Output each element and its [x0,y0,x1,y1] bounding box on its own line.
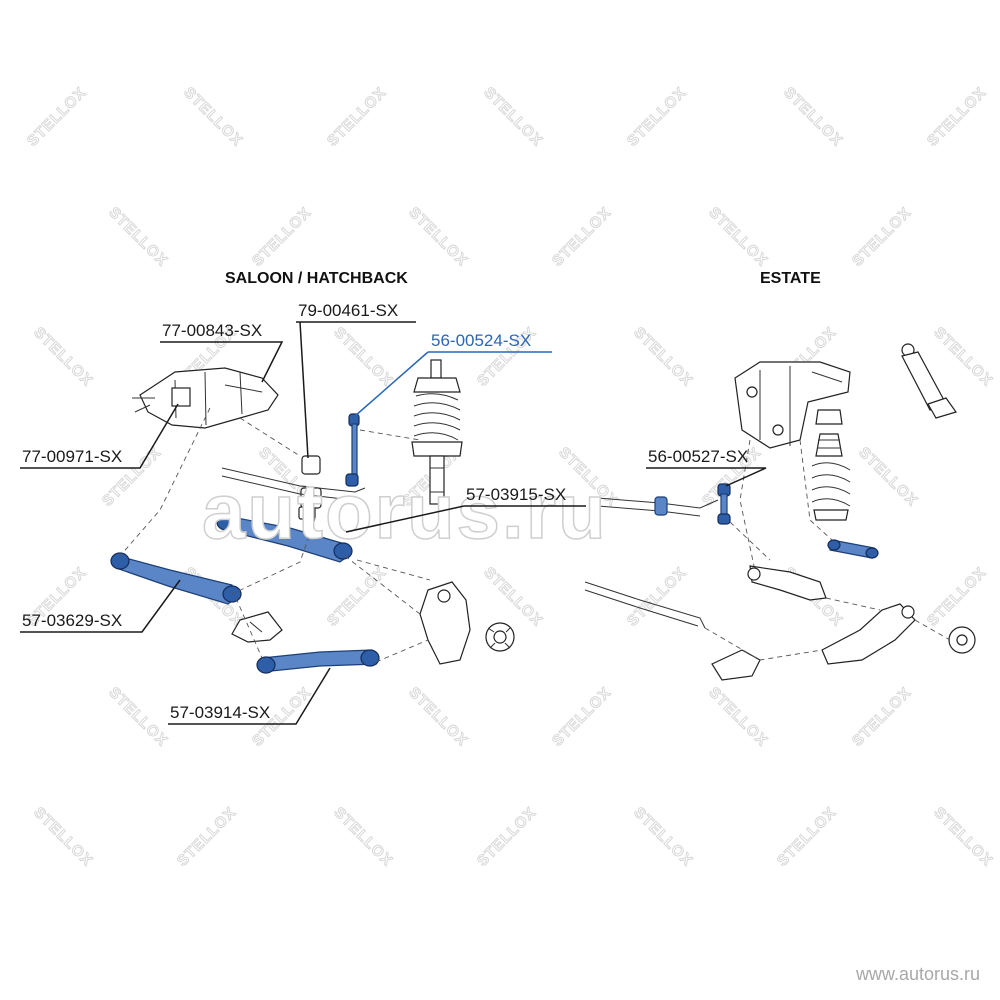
autorus-overlay-watermark: autorus.ru [202,467,608,555]
stellox-watermark-tile: STELLOX [174,804,240,870]
stellox-watermark-tile: STELLOX [924,564,990,630]
stellox-watermark-tile: STELLOX [105,204,171,270]
stellox-watermark-tile: STELLOX [924,84,990,150]
estate-body-bracket-part [734,361,851,449]
stellox-watermark-tile: STELLOX [930,324,996,390]
callout-56-00524[interactable]: 56-00524-SX [431,331,531,350]
stellox-watermark-tile: STELLOX [624,84,690,150]
callout-77-00971: 77-00971-SX [22,447,122,466]
stellox-watermark-tile: STELLOX [849,684,915,750]
strut-coil-spring-part [411,359,463,505]
heading-estate: ESTATE [760,270,821,287]
callout-56-00527: 56-00527-SX [648,447,748,466]
control-arm-57-03914-highlight [256,649,380,674]
callout-57-03915: 57-03915-SX [466,485,566,504]
stellox-watermark-tile: STELLOX [180,84,246,150]
stellox-watermark-tile: STELLOX [30,324,96,390]
stellox-watermark-tile: STELLOX [480,564,546,630]
control-arm-57-03629-highlight [110,552,242,605]
callout-79-00461: 79-00461-SX [298,301,398,320]
estate-spring-stack-part [811,409,851,521]
stellox-watermark-tile: STELLOX [249,204,315,270]
stellox-watermark-tile: STELLOX [324,564,390,630]
stellox-watermark-tile: STELLOX [480,84,546,150]
stellox-watermark-tile: STELLOX [774,804,840,870]
estate-bar-bushing-highlight [654,496,668,516]
stellox-watermark-tile: STELLOX [330,804,396,870]
stellox-watermark-tile: STELLOX [330,324,396,390]
estate-small-bracket-part [711,649,761,681]
callout-57-03629: 57-03629-SX [22,611,122,630]
stellox-watermark-tile: STELLOX [105,684,171,750]
subframe-mount-part [132,367,279,429]
footer-url[interactable]: www.autorus.ru [855,964,980,984]
stellox-watermark-tile: STELLOX [24,84,90,150]
control-arm-57-03915-highlight [216,513,353,563]
stellox-watermark-tile: STELLOX [405,684,471,750]
callout-77-00843: 77-00843-SX [162,321,262,340]
estate-toe-link-highlight [827,539,879,559]
stellox-watermark-tile: STELLOX [405,204,471,270]
stellox-watermark-tile: STELLOX [549,684,615,750]
saloon-hatchback-assembly [110,359,515,674]
estate-lateral-arm-part [749,565,827,601]
stabilizer-bar-part [221,467,366,493]
stellox-watermark-tile: STELLOX [324,84,390,150]
estate-stabilizer-link-highlight [717,483,731,525]
estate-frame-rail-part [584,581,706,629]
stellox-watermark-tile: STELLOX [30,804,96,870]
stabilizer-bushing-part [298,455,322,520]
estate-assembly [584,343,976,681]
estate-shock-absorber-part [901,343,957,419]
heading-saloon-hatchback: SALOON / HATCHBACK [225,270,408,287]
stellox-watermark-tile: STELLOX [930,804,996,870]
stellox-watermark-tile: STELLOX [630,804,696,870]
callout-leaders [20,321,767,725]
stellox-watermark-tile: STELLOX [780,84,846,150]
stellox-watermark-tile: STELLOX [705,204,771,270]
estate-hub-part [948,626,976,654]
stellox-watermark-tile: STELLOX [705,684,771,750]
stellox-watermark-tile: STELLOX [849,204,915,270]
stellox-watermark-tile: STELLOX [474,804,540,870]
stabilizer-link-highlight [345,413,360,487]
knuckle-hub-part [419,581,515,665]
stellox-watermark-tile: STELLOX [630,324,696,390]
stellox-watermark-tile: STELLOX [855,444,921,510]
trailing-bracket-part [231,611,283,643]
stellox-watermark-tile: STELLOX [549,204,615,270]
estate-stabilizer-bar-part [597,497,719,509]
callout-57-03914: 57-03914-SX [170,703,270,722]
